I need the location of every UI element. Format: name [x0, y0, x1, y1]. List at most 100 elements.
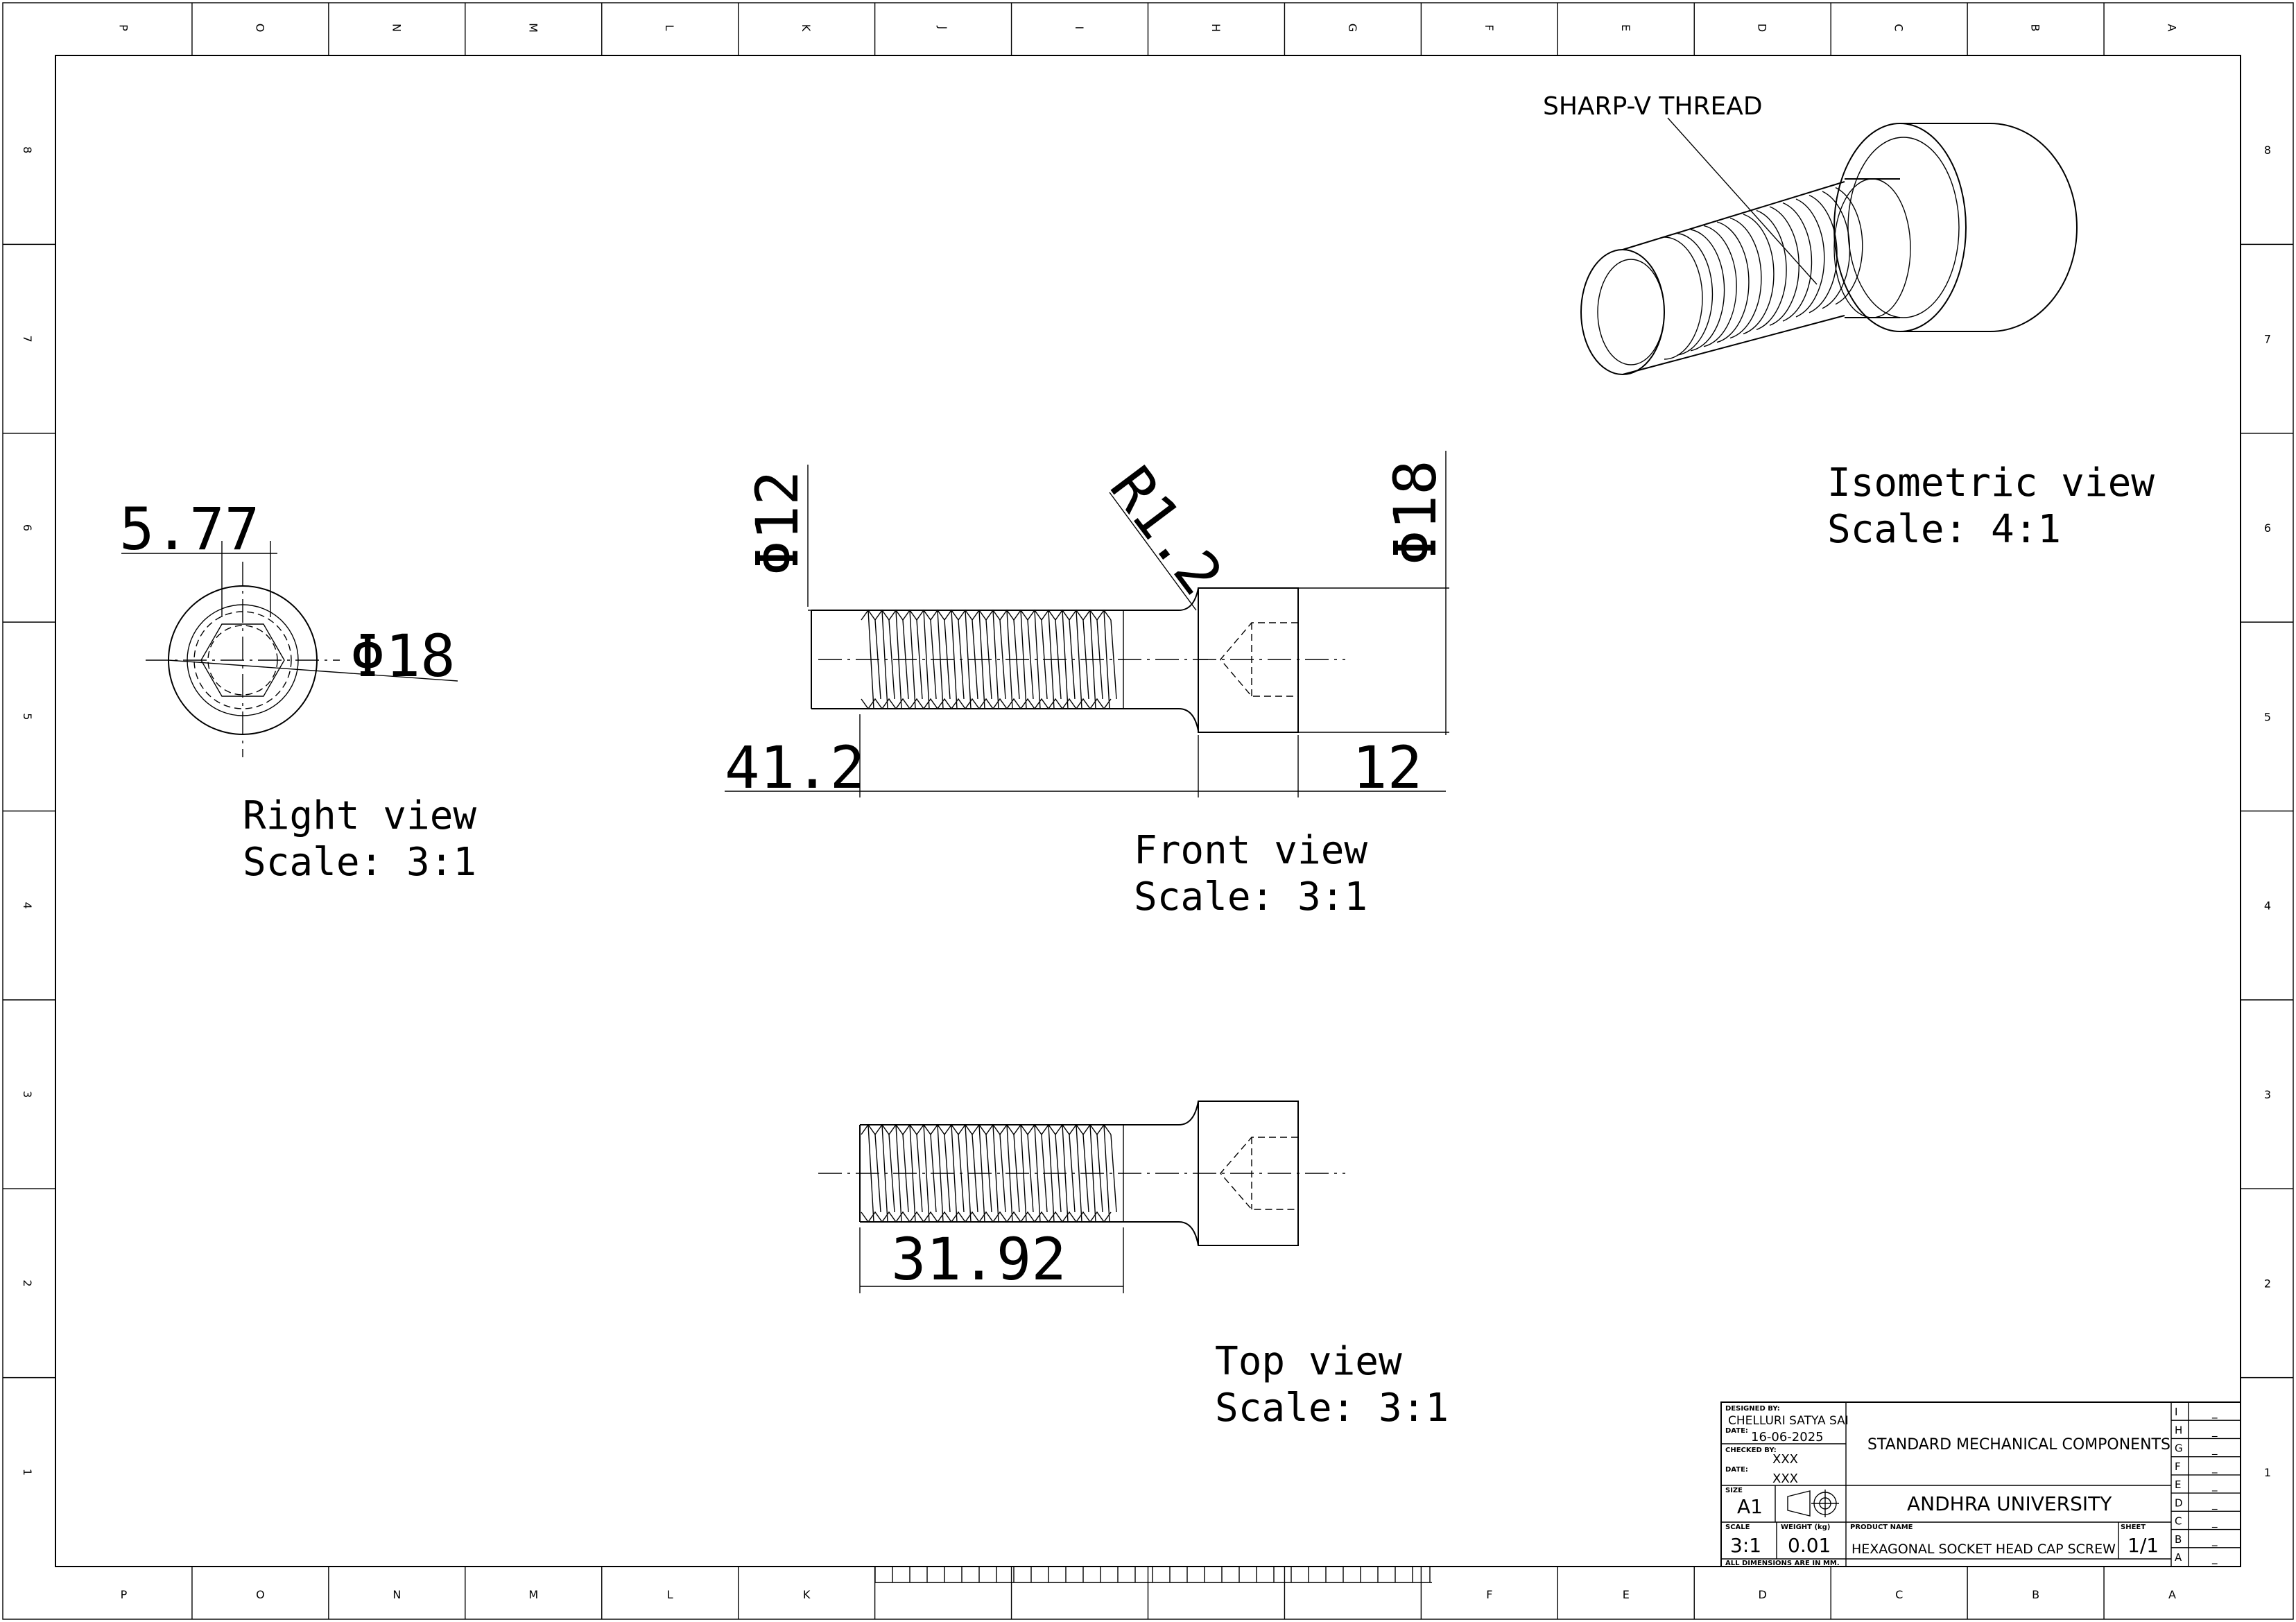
zone-number-left: 8 [21, 146, 34, 153]
thread-root-line [1041, 619, 1048, 700]
tb-scale: 3:1 [1730, 1534, 1761, 1557]
thread-crest-line [1076, 1124, 1082, 1223]
thread-crest-line [978, 610, 985, 709]
thread-crest-line [992, 1124, 999, 1223]
tb-product-label: PRODUCT NAME [1850, 1524, 1913, 1531]
tb-checked-label: CHECKED BY: [1725, 1447, 1777, 1454]
right-view-leader-18 [168, 659, 458, 682]
revision-value: _ [2211, 1516, 2218, 1529]
thread-root-line [888, 1134, 895, 1213]
thread-root-line [1027, 1134, 1034, 1213]
thread-root-line [1055, 619, 1062, 700]
thread-crest-line [951, 610, 958, 709]
thread-root-line [1069, 1134, 1076, 1213]
thread-crest-line [1020, 610, 1027, 709]
top-view: 31.92 Top view Scale: 3:1 [818, 1101, 1449, 1431]
thread-root-line [1096, 619, 1103, 700]
tb-sheet: 1/1 [2127, 1534, 2159, 1557]
zone-letter-top: D [1756, 24, 1769, 32]
zone-letter-top: M [526, 23, 540, 33]
revision-value: _ [2211, 1406, 2218, 1420]
iso-thread-ring [1782, 202, 1813, 322]
thread-root-line [1096, 1134, 1103, 1213]
iso-neck [1845, 178, 1900, 318]
zone-letter-bottom: M [528, 1588, 538, 1601]
zone-letter-bottom: L [667, 1588, 673, 1601]
thread-root-line [930, 1134, 937, 1213]
iso-body-top [1622, 181, 1845, 250]
zone-letter-bottom: E [1623, 1588, 1630, 1601]
revision-letter: D [2175, 1496, 2183, 1509]
scale-bar [874, 1567, 1432, 1583]
tb-size-label: SIZE [1725, 1487, 1743, 1494]
thread-root-line [1013, 619, 1020, 700]
zone-letter-top: G [1346, 24, 1359, 32]
zone-letter-top: A [2166, 24, 2179, 32]
thread-crest-line [965, 1124, 972, 1223]
zone-letter-top: O [253, 24, 266, 33]
thread-crest-line [1006, 610, 1013, 709]
thread-crest-line [1006, 1124, 1013, 1223]
right-view-title: Right view [243, 793, 476, 838]
right-view: 5.77 Φ18 Right view Scale: 3:1 [119, 495, 476, 885]
iso-thread-note: SHARP-V THREAD [1543, 92, 1763, 121]
thread-root-line [916, 1134, 923, 1213]
dim-12-length: 12 [1352, 734, 1422, 802]
tb-date2-label: DATE: [1725, 1466, 1748, 1474]
zone-letter-top: F [1483, 24, 1496, 31]
zone-letter-bottom: C [1895, 1588, 1903, 1601]
zone-letter-top: J [936, 26, 949, 30]
revision-value: _ [2211, 1552, 2218, 1565]
thread-root-line [972, 619, 978, 700]
zone-number-left: 7 [21, 335, 34, 342]
iso-head-face [1833, 123, 1967, 332]
tb-part-name: HEXAGONAL SOCKET HEAD CAP SCREW [1852, 1542, 2116, 1557]
thread-profile-top [861, 1123, 1112, 1136]
isometric-view: SHARP-V THREAD Isometric view Scale: 4:1 [1543, 92, 2155, 552]
tb-designed-label: DESIGNED BY: [1725, 1405, 1780, 1413]
iso-neck-ring [1833, 178, 1911, 318]
thread-profile-bottom [861, 1211, 1112, 1223]
revision-value: _ [2211, 1497, 2218, 1510]
zone-letter-bottom: N [392, 1588, 401, 1601]
zone-letter-top: P [116, 24, 130, 31]
front-socket-hidden [1220, 622, 1298, 697]
zone-letter-top: L [663, 25, 676, 31]
iso-thread-ring [1703, 225, 1737, 347]
tb-category: STANDARD MECHANICAL COMPONENTS [1867, 1436, 2170, 1453]
thread-root-line [972, 1134, 978, 1213]
iso-thread-ring [1743, 214, 1775, 335]
thread-crest-line [881, 1124, 888, 1223]
zone-number-left: 4 [21, 902, 34, 909]
iso-thread-ring [1677, 232, 1714, 356]
zone-number-right: 7 [2264, 333, 2271, 346]
thread-crest-line [895, 610, 902, 709]
thread-crest-line [1048, 610, 1055, 709]
iso-thread-ring [1835, 187, 1863, 305]
title-block: DESIGNED BY: CHELLURI SATYA SAI DATE: 16… [1720, 1401, 2241, 1567]
tb-weight: 0.01 [1788, 1534, 1831, 1557]
tb-designer: CHELLURI SATYA SAI [1728, 1414, 1849, 1428]
top-fillet [1178, 1101, 1199, 1246]
dim-r12-leader [1109, 492, 1197, 611]
dim-radius-1-2: R1.2 [1097, 454, 1236, 607]
revision-letter: E [2175, 1478, 2181, 1491]
iso-tip-chamfer [1597, 259, 1665, 365]
zone-number-left: 1 [21, 1469, 34, 1476]
zone-letter-top: C [1892, 24, 1906, 31]
tb-institution: ANDHRA UNIVERSITY [1907, 1492, 2112, 1515]
thread-root-line [1110, 619, 1117, 700]
thread-root-line [930, 619, 937, 700]
thread-root-line [958, 619, 965, 700]
iso-thread-ring [1716, 221, 1750, 343]
thread-crest-line [1020, 1124, 1027, 1223]
zone-number-right: 1 [2264, 1466, 2271, 1479]
revision-value: _ [2211, 1461, 2218, 1474]
tb-date: 16-06-2025 [1751, 1430, 1824, 1444]
top-view-title: Top view [1215, 1339, 1402, 1384]
thread-crest-line [1103, 1124, 1110, 1223]
zone-letter-top: K [800, 24, 813, 32]
top-view-scale: Scale: 3:1 [1215, 1386, 1449, 1431]
